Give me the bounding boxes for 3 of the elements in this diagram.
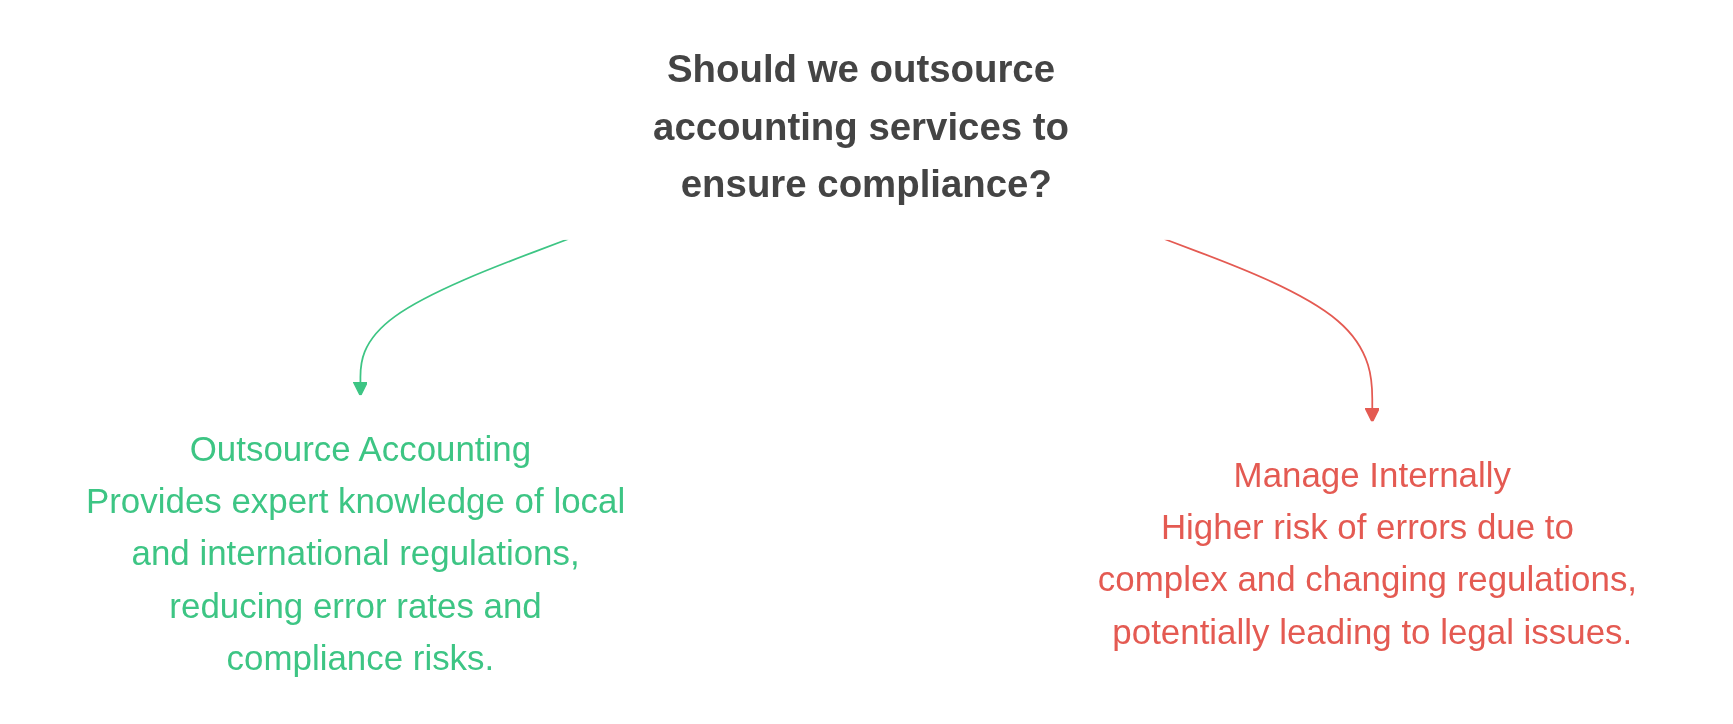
node-text: Outsource Accounting Provides expert knowledge of local and international regulations, reducing error rates and compliance risks. (86, 429, 626, 677)
node-text: Should we outsource accounting services to ensure compliance? (653, 47, 1070, 206)
node-text: Manage Internally Higher risk of errors due to complex and changing regulations, potentially leading to legal issues. (1097, 455, 1638, 651)
